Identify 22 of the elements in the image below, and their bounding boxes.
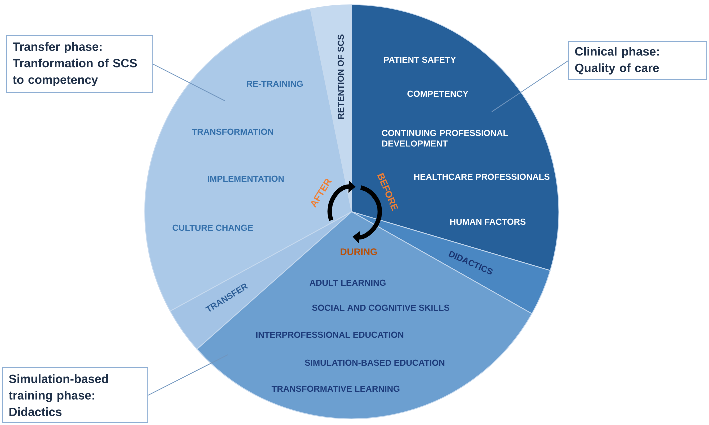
- leader-line: [153, 64, 226, 102]
- segment-label: SIMULATION-BASED EDUCATION: [305, 360, 445, 366]
- segment-label: CULTURE CHANGE: [172, 224, 254, 232]
- segment-label: TRANSFORMATION: [192, 128, 274, 136]
- callout-box: Simulation-based training phase: Didactics: [2, 367, 148, 424]
- phase-label: DURING: [340, 248, 378, 256]
- leader-line: [492, 60, 569, 112]
- callout-box: Clinical phase: Quality of care: [568, 41, 708, 80]
- segment-label: IMPLEMENTATION: [208, 176, 284, 182]
- segment-label: RE-TRAINING: [247, 80, 303, 88]
- segment-label: PATIENT SAFETY: [384, 56, 456, 64]
- leader-line: [148, 354, 228, 396]
- segment-label: SOCIAL AND COGNITIVE SKILLS: [312, 304, 450, 312]
- segment-label: ADULT LEARNING: [310, 280, 386, 286]
- segment-label: HEALTHCARE PROFESSIONALS: [414, 174, 550, 180]
- segment-label: INTERPROFESSIONAL EDUCATION: [256, 332, 404, 338]
- callout-box: Transfer phase: Tranformation of SCS to competency: [6, 35, 154, 94]
- segment-label: HUMAN FACTORS: [450, 218, 526, 226]
- segment-label: TRANSFORMATIVE LEARNING: [272, 386, 400, 392]
- segment-label: CONTINUING PROFESSIONAL DEVELOPMENT: [382, 130, 508, 147]
- segment-label: RETENTION OF SCS: [338, 34, 344, 119]
- segment-label: COMPETENCY: [408, 90, 469, 98]
